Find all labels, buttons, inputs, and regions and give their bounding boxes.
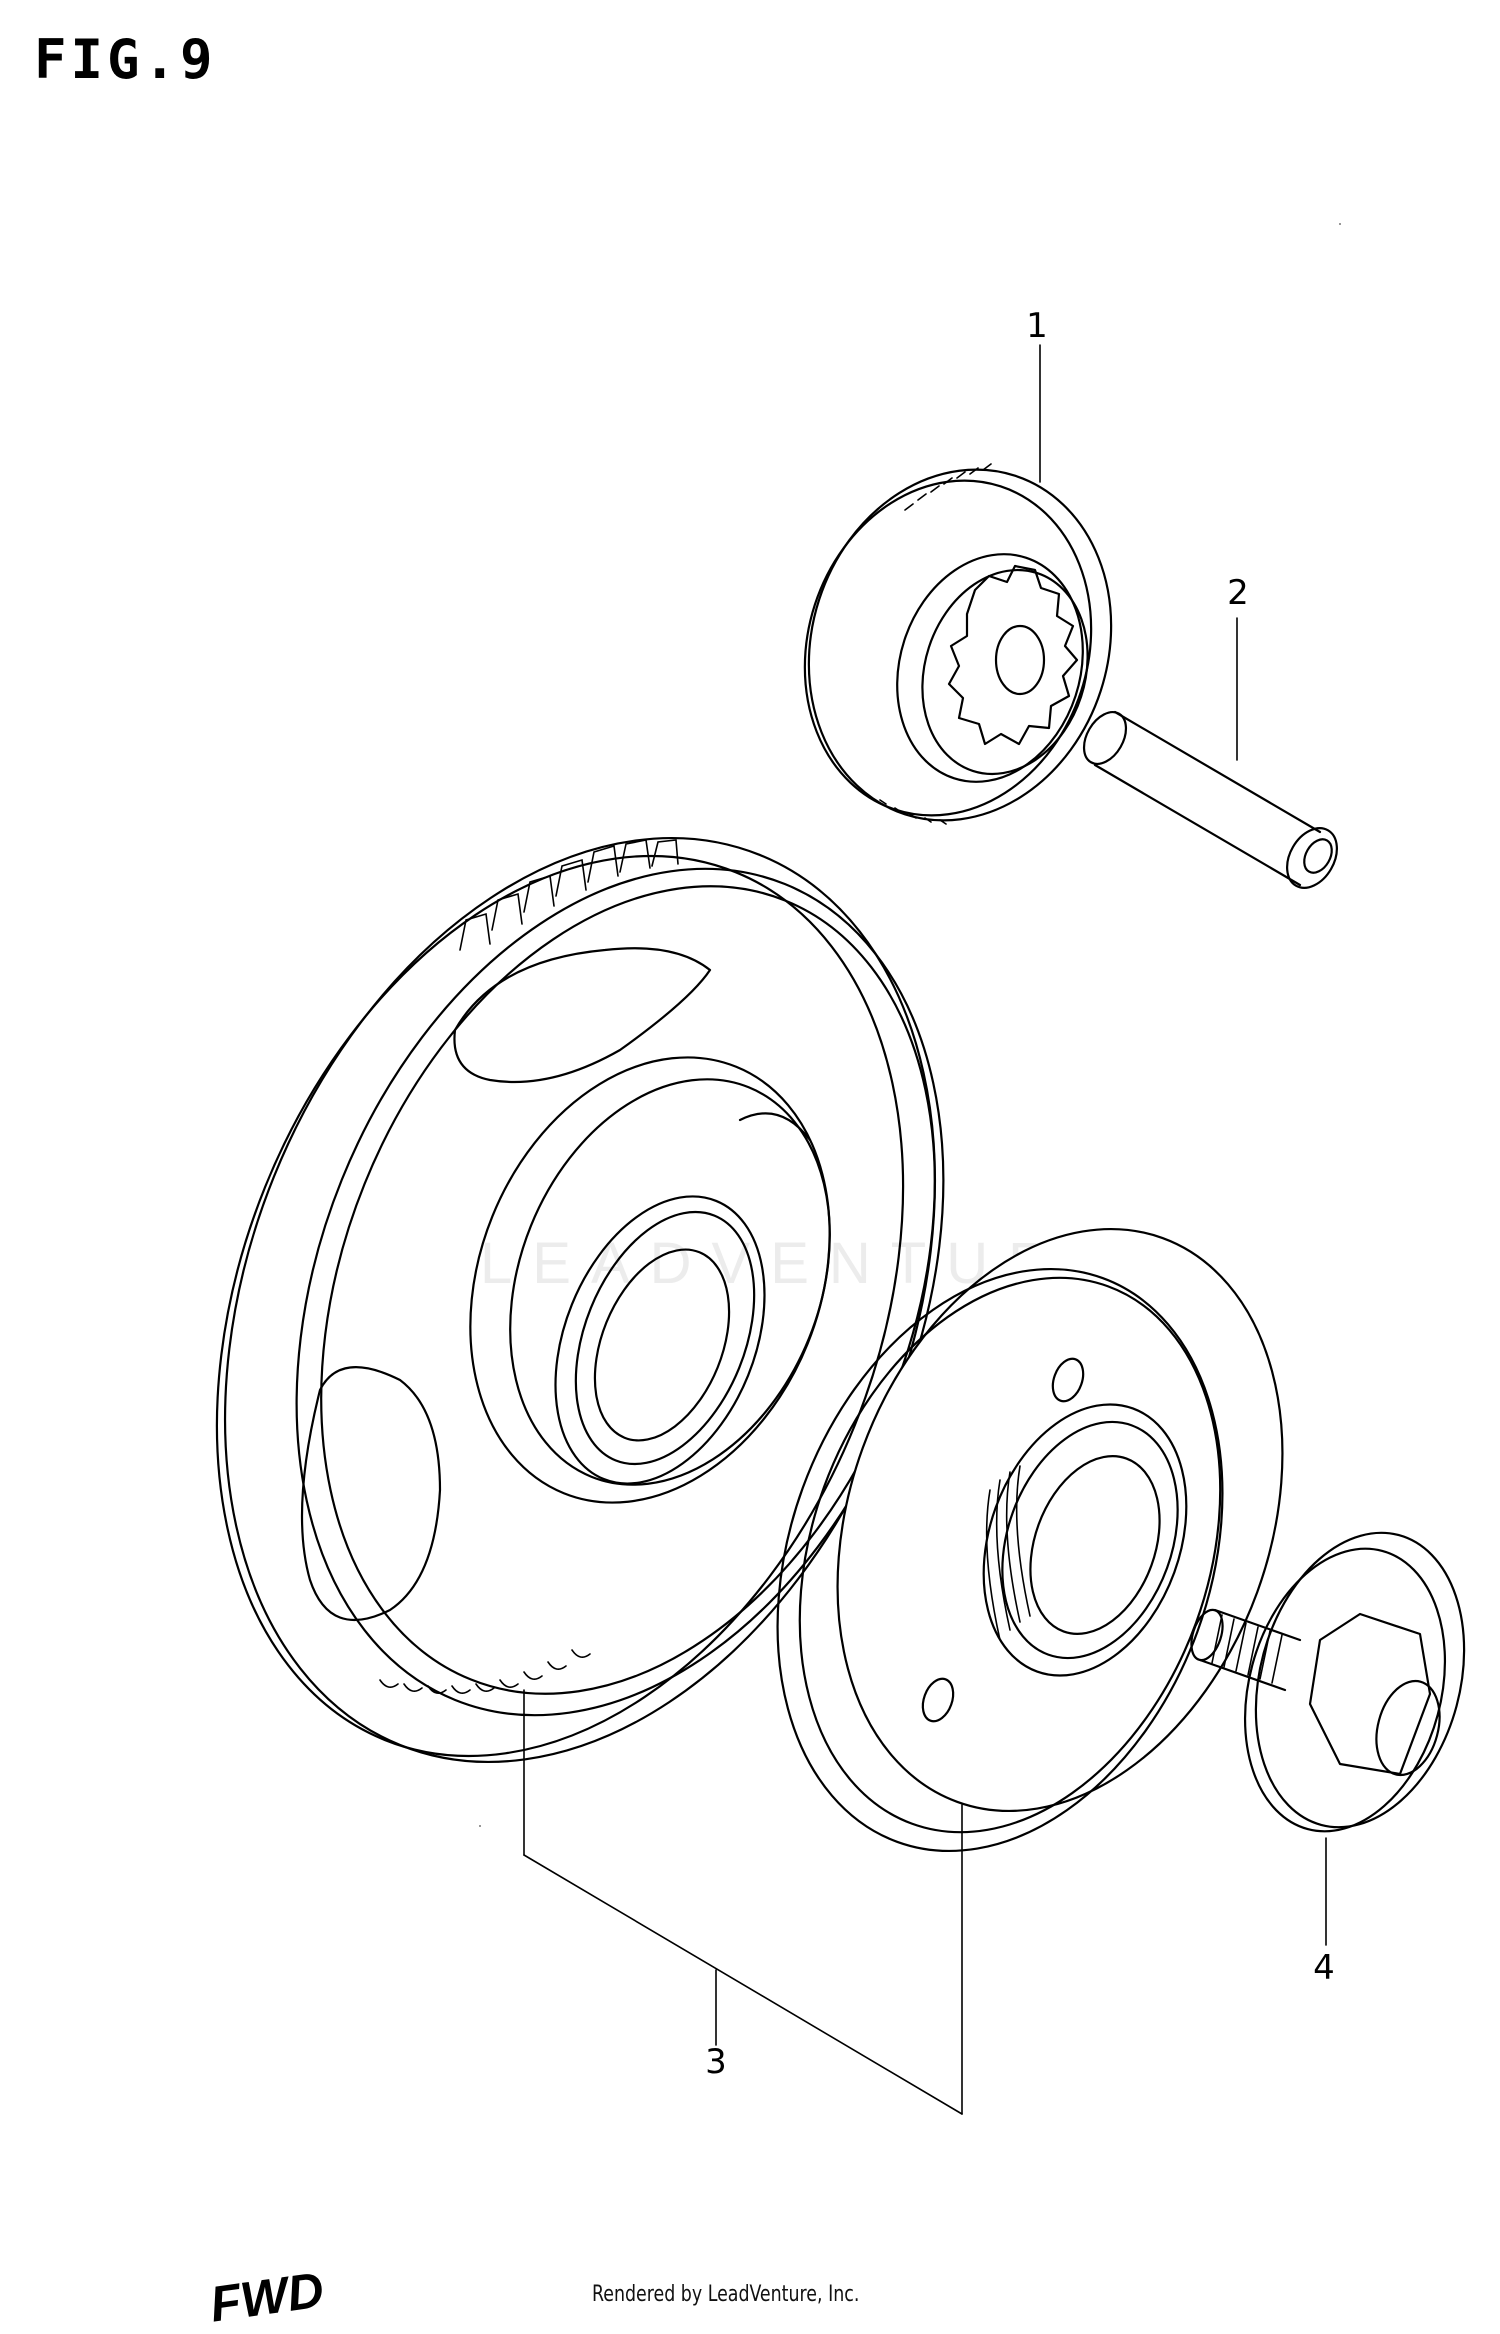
stray-dot bbox=[1339, 223, 1341, 225]
callout-4: 4 bbox=[1313, 1948, 1335, 1988]
flange-bolt-icon[interactable] bbox=[1186, 1509, 1496, 1854]
leader-lines bbox=[523, 344, 1327, 2115]
footer-credit: Rendered by LeadVenture, Inc. bbox=[592, 2282, 860, 2307]
idler-gear-icon[interactable] bbox=[762, 430, 1155, 860]
callout-2: 2 bbox=[1227, 573, 1249, 613]
stray-dot bbox=[479, 1825, 481, 1827]
clutch-housing-icon[interactable] bbox=[700, 1166, 1360, 1913]
shaft-pin-icon[interactable] bbox=[1075, 705, 1347, 897]
figure-title: FIG.9 bbox=[34, 28, 217, 91]
starter-clutch-gear-icon[interactable] bbox=[90, 731, 1066, 1868]
callout-3: 3 bbox=[705, 2042, 727, 2082]
callout-1: 1 bbox=[1026, 306, 1048, 346]
